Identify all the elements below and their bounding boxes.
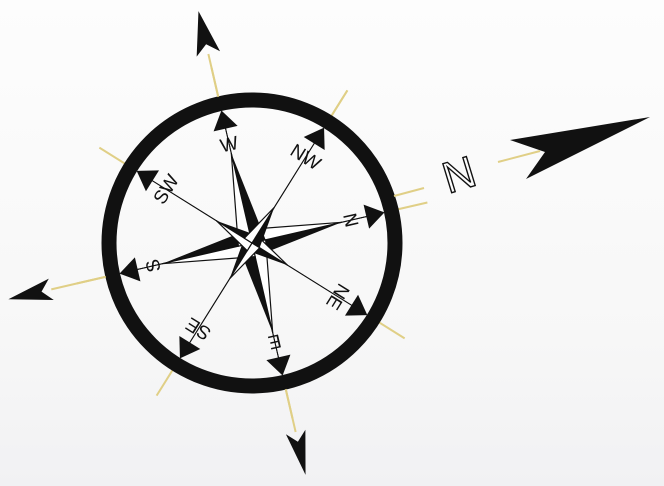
arrow-e: [286, 430, 306, 475]
marker-n: [364, 205, 385, 229]
label-se: SE: [182, 313, 215, 344]
label-ne: NE: [321, 279, 353, 313]
arrow-n-tick: [394, 188, 424, 196]
label-w: W: [218, 133, 240, 158]
marker-s: [119, 257, 140, 281]
arrow-w-shaft: [208, 54, 218, 97]
arrow-n: [510, 117, 650, 179]
arrow-n-shaft: [498, 151, 540, 162]
north-label: N: [437, 147, 482, 203]
arrow-w: [197, 11, 220, 57]
arrow-e-shaft: [286, 389, 296, 432]
arrow-s-shaft: [51, 277, 106, 290]
label-e: E: [266, 329, 283, 352]
arrow-s: [8, 279, 53, 300]
marker-w: [214, 110, 238, 131]
marker-e: [266, 355, 290, 376]
label-s: S: [142, 257, 165, 274]
compass-star: [162, 153, 341, 332]
label-n: N: [338, 211, 362, 229]
